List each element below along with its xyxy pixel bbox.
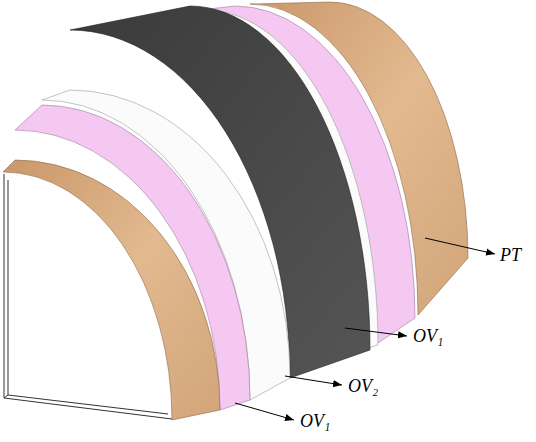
leader-arrow	[235, 403, 294, 420]
section-frame	[4, 174, 172, 419]
frame-line	[4, 395, 8, 398]
leader-arrow	[345, 328, 407, 336]
layer-label: OV₁	[413, 327, 443, 347]
leader-arrows	[235, 238, 495, 420]
layer-label: OV₂	[348, 377, 378, 397]
layer-label: PT	[500, 246, 521, 266]
leader-arrow	[285, 376, 342, 385]
tan-layer	[3, 160, 220, 420]
layer-label: OV₁	[300, 412, 330, 432]
frame-line	[8, 180, 168, 414]
frame-line	[4, 174, 172, 419]
leader-arrow	[425, 238, 495, 254]
